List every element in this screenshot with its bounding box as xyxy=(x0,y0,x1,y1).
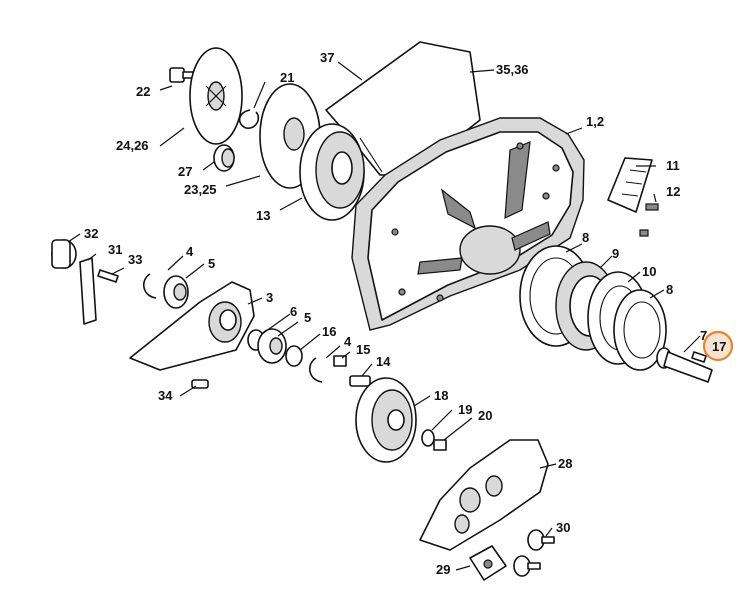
label-19: 19 xyxy=(458,402,472,417)
part-8-ring-front xyxy=(613,289,667,371)
leader-lines xyxy=(67,61,701,571)
label-9: 9 xyxy=(612,246,619,261)
part-7-bolt xyxy=(656,347,713,383)
label-5-lower: 5 xyxy=(304,310,311,325)
part-32-sleeve xyxy=(51,239,77,269)
label-15: 15 xyxy=(356,342,370,357)
part-13-flange xyxy=(299,123,365,221)
part-16-washer xyxy=(285,345,303,367)
highlight-ring-17 xyxy=(702,330,734,362)
label-29: 29 xyxy=(436,562,450,577)
label-27: 27 xyxy=(178,164,192,179)
label-12: 12 xyxy=(666,184,680,199)
label-21: 21 xyxy=(280,70,294,85)
label-18: 18 xyxy=(434,388,448,403)
part-31-strap xyxy=(79,257,97,325)
label-22: 22 xyxy=(136,84,150,99)
part-18-pulley xyxy=(355,377,417,463)
label-3: 3 xyxy=(266,290,273,305)
part-4-circlip xyxy=(143,273,157,299)
part-24-26-flange xyxy=(189,47,243,145)
label-8-front: 8 xyxy=(666,282,673,297)
label-16: 16 xyxy=(322,324,336,339)
label-4-lower: 4 xyxy=(344,334,352,349)
part-33-screw xyxy=(97,269,119,283)
part-17-pin xyxy=(691,351,707,363)
label-24-26: 24,26 xyxy=(116,138,149,153)
label-8-rear: 8 xyxy=(582,230,589,245)
part-29-plate xyxy=(469,545,507,581)
part-30-knob xyxy=(513,529,555,577)
part-28-belt-cover xyxy=(419,439,549,551)
label-33: 33 xyxy=(128,252,142,267)
label-20: 20 xyxy=(478,408,492,423)
label-34: 34 xyxy=(158,388,173,403)
label-6: 6 xyxy=(290,304,297,319)
part-22-bolt xyxy=(169,67,196,83)
label-17: 17 xyxy=(712,339,726,354)
part-labels: 37 35,36 22 21 24,26 27 23,25 13 1,2 11 … xyxy=(84,50,726,577)
label-13: 13 xyxy=(256,208,270,223)
part-21-circlip xyxy=(238,109,260,129)
label-30: 30 xyxy=(556,520,570,535)
label-32: 32 xyxy=(84,226,98,241)
label-14: 14 xyxy=(376,354,391,369)
label-4-upper: 4 xyxy=(186,244,194,259)
label-23-25: 23,25 xyxy=(184,182,217,197)
label-1-2: 1,2 xyxy=(586,114,604,129)
label-10: 10 xyxy=(642,264,656,279)
part-5-bearing-lower xyxy=(257,328,287,364)
part-4-circlip-lower xyxy=(309,357,323,383)
label-5-upper: 5 xyxy=(208,256,215,271)
part-1-2-wheel-guard xyxy=(351,117,585,331)
part-14-screw xyxy=(349,375,371,387)
part-19-washer xyxy=(421,429,435,447)
part-20-nut xyxy=(433,439,447,451)
label-11: 11 xyxy=(666,158,680,173)
part-27-bushing xyxy=(213,144,235,172)
label-35-36: 35,36 xyxy=(496,62,529,77)
part-15-nut xyxy=(333,355,347,367)
label-28: 28 xyxy=(558,456,572,471)
part-5-bearing xyxy=(163,275,189,309)
label-31: 31 xyxy=(108,242,122,257)
label-7: 7 xyxy=(700,328,707,343)
part-3-arm xyxy=(129,281,255,371)
label-37: 37 xyxy=(320,50,334,65)
part-12-screw xyxy=(639,203,659,237)
part-11-handle xyxy=(607,157,653,213)
